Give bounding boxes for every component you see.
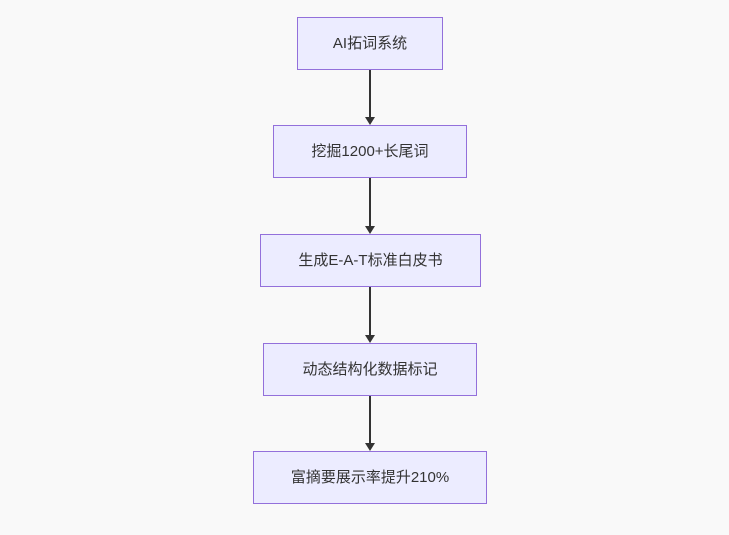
flow-node-structured-data-markup: 动态结构化数据标记	[263, 343, 477, 396]
flow-node-rich-snippet-result: 富摘要展示率提升210%	[253, 451, 487, 504]
arrow-line	[369, 178, 371, 226]
flow-arrow-4	[364, 396, 376, 451]
arrow-down-icon	[365, 335, 375, 343]
arrow-line	[369, 287, 371, 335]
flow-arrow-2	[364, 178, 376, 234]
flow-node-label: 挖掘1200+长尾词	[311, 142, 429, 160]
arrow-line	[369, 396, 371, 443]
arrow-line	[369, 70, 371, 117]
arrow-down-icon	[365, 443, 375, 451]
flow-node-label: AI拓词系统	[332, 34, 408, 52]
flow-node-label: 富摘要展示率提升210%	[290, 468, 450, 486]
flow-arrow-3	[364, 287, 376, 343]
arrow-down-icon	[365, 226, 375, 234]
flow-node-longtail-mining: 挖掘1200+长尾词	[273, 125, 467, 178]
flow-node-ai-expansion-system: AI拓词系统	[297, 17, 443, 70]
flow-node-eat-whitepaper: 生成E-A-T标准白皮书	[260, 234, 481, 287]
flow-node-label: 生成E-A-T标准白皮书	[298, 251, 443, 269]
arrow-down-icon	[365, 117, 375, 125]
flow-node-label: 动态结构化数据标记	[302, 360, 438, 378]
flow-arrow-1	[364, 70, 376, 125]
